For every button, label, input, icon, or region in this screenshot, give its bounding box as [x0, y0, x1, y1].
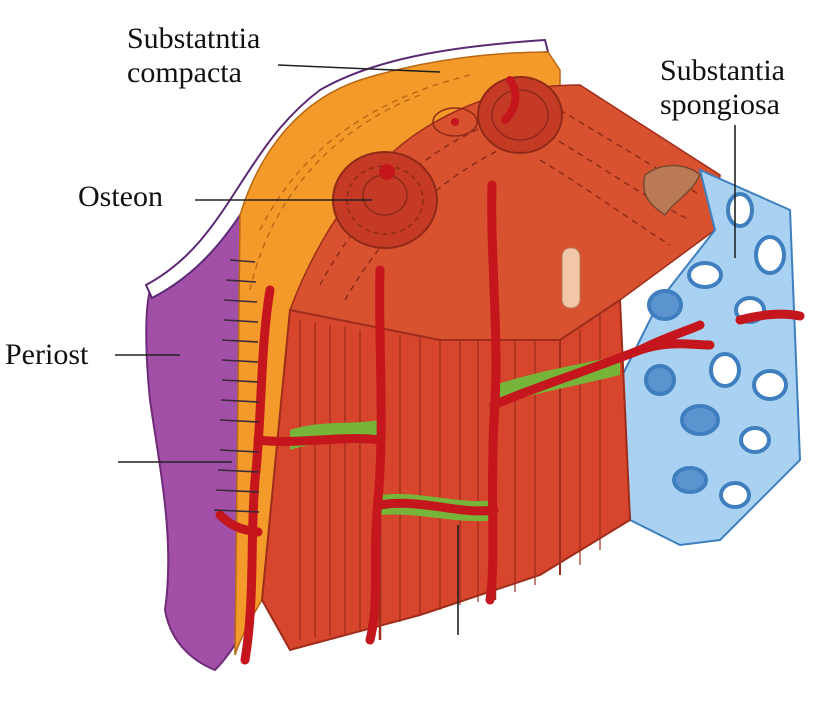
leader-compacta [277, 64, 441, 73]
label-line: Substantia [660, 54, 785, 87]
osteon-top [432, 76, 563, 154]
sharpey-fibers [213, 259, 260, 513]
compacta-top-face [288, 84, 721, 341]
label-osteon: Osteon [78, 180, 163, 213]
blood-vessels [215, 180, 805, 665]
label-periost: Periost [5, 338, 89, 371]
volkmann-canal [561, 247, 581, 309]
label-line: Substatntia [127, 22, 261, 55]
label-line: spongiosa [660, 88, 780, 121]
label-substantia-spongiosa: Substantia spongiosa [660, 54, 785, 122]
label-line: compacta [127, 56, 242, 89]
spongiosa-trabecular-holes [644, 192, 788, 509]
label-substantia-compacta: Substatntia compacta [127, 22, 260, 90]
compacta-front-face [260, 298, 632, 652]
transition-zone [643, 164, 701, 217]
osteon-left [332, 151, 438, 249]
